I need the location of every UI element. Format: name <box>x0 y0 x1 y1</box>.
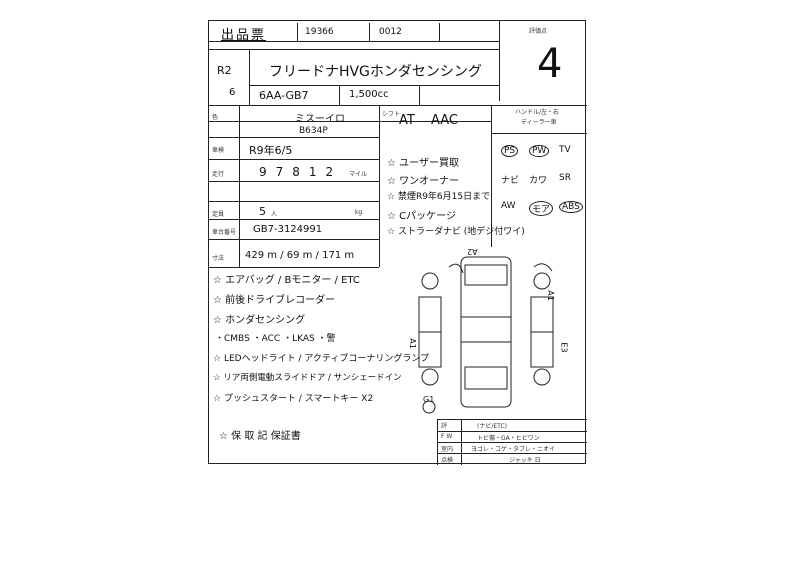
inspection-label: 車検 <box>212 147 225 154</box>
bottom-note: ☆ 保 取 記 保証書 <box>219 431 301 442</box>
size-value: 429 m / 69 m / 171 m <box>245 250 355 261</box>
mileage-unit: マイル <box>349 171 368 178</box>
chassis-value: GB7-3124991 <box>253 224 323 235</box>
note-line: ☆ LEDヘッドライト / アクティブコーナリングランプ <box>213 354 430 364</box>
footer-value: ヨゴレ・コゲ・タブレ・ニオイ <box>471 446 556 453</box>
inspection-value: R9年6/5 <box>249 144 293 157</box>
damage-mark: A1 <box>407 338 417 349</box>
car-diagram <box>418 256 554 414</box>
color-label: 色 <box>212 114 219 121</box>
handle-label: ハンドル/左・右 <box>515 109 560 116</box>
equip-item: カワ <box>529 176 548 186</box>
mileage-value: 97812 <box>259 165 343 179</box>
grade-score: 4 <box>537 41 563 87</box>
equip-item: TV <box>559 145 571 155</box>
engine-cc: 1,500cc <box>349 89 389 100</box>
sub-number: 0012 <box>379 27 402 37</box>
note-line: ☆ ホンダセンシング <box>213 315 306 326</box>
year-month: 6 <box>229 87 236 98</box>
feature-item: ☆ Cパッケージ <box>387 211 456 222</box>
mileage-label: 走行 <box>212 171 225 178</box>
equip-item: ABS <box>559 201 583 213</box>
footer-value: (ナビ/ETC) <box>477 423 507 430</box>
damage-mark: E3 <box>559 342 569 353</box>
auction-sheet: 出品票 19366 0012 評価点 4 R2 6 フリードナHV Gホンダセン… <box>208 20 587 465</box>
footer-label: 点検 <box>441 457 454 464</box>
note-line: ・CMBS ・ACC ・LKAS ・警 <box>215 334 336 344</box>
note-line: ☆ リア両側電動スライドドア / サンシェードイン <box>213 373 402 383</box>
chassis-label: 車台番号 <box>212 229 237 236</box>
footer-label: F W <box>441 433 453 440</box>
feature-item: ☆ ユーザー買取 <box>387 158 459 169</box>
shift-value: AT <box>399 113 415 128</box>
dealer-label: ディーラー車 <box>521 119 557 126</box>
year-era: R2 <box>217 64 232 77</box>
car-name: フリードナHV <box>269 64 360 80</box>
equip-item: モア <box>529 201 554 216</box>
feature-item: ☆ ワンオーナー <box>387 176 460 187</box>
footer-value: ジャッキ 日 <box>509 457 541 464</box>
damage-mark: A2 <box>467 247 478 256</box>
score-label: 評価点 <box>529 28 548 35</box>
weight-unit: kg <box>355 209 363 216</box>
note-line: ☆ エアバッグ / Bモニター / ETC <box>213 275 360 286</box>
equip-item: AW <box>501 201 516 211</box>
footer-label: 室内 <box>441 446 454 453</box>
feature-item: ☆ ストラーダナビ (地デジ付ワイ) <box>387 227 525 237</box>
shift-label: シフト <box>382 111 401 118</box>
equip-item: SR <box>559 173 571 183</box>
footer-value: トビ傷・GA・ヒビワン <box>477 435 540 442</box>
feature-item: ☆ 禁煙R9年6月15日まで <box>387 192 491 202</box>
equip-item: PW <box>529 145 550 157</box>
equip-item: PS <box>501 145 519 157</box>
car-grade: Gホンダセンシング <box>359 64 482 80</box>
lot-number: 19366 <box>305 27 334 37</box>
size-label: 寸法 <box>212 255 225 262</box>
color-code: B634P <box>299 126 328 136</box>
capacity-value: 5 <box>259 205 266 218</box>
damage-mark: G1 <box>423 395 435 404</box>
equip-item: ナビ <box>501 176 520 186</box>
footer-label: 評 <box>441 423 448 430</box>
color-value: ミスーイロ <box>295 114 345 125</box>
sheet-title: 出品票 <box>221 28 267 43</box>
model-code: 6AA-GB7 <box>259 89 309 102</box>
ac-value: AAC <box>431 113 458 128</box>
note-line: ☆ 前後ドライブレコーダー <box>213 295 336 306</box>
capacity-unit: 人 <box>271 211 278 218</box>
damage-mark: A1 <box>545 290 555 301</box>
capacity-label: 定員 <box>212 211 225 218</box>
note-line: ☆ プッシュスタート / スマートキー X2 <box>213 394 374 404</box>
